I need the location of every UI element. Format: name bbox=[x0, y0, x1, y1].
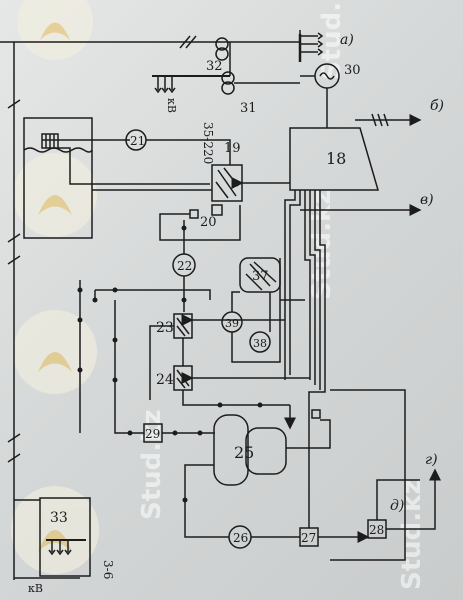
deaerator-25-tank bbox=[213, 414, 249, 486]
label-b: б) bbox=[430, 98, 444, 114]
label-28: 28 bbox=[369, 523, 384, 537]
label-20: 20 bbox=[200, 215, 217, 230]
label-31: 31 bbox=[240, 101, 257, 116]
boiler-27-link bbox=[308, 385, 326, 528]
valve-ticks bbox=[371, 113, 389, 127]
letter-labels: а) б) в) г) д) bbox=[340, 32, 444, 514]
watermark-logo-icon bbox=[13, 153, 97, 237]
watermark-logo-icon bbox=[11, 486, 99, 574]
watermark-text: Stud.kz bbox=[317, 0, 347, 80]
node-labels: 18 19 20 21 22 23 24 25 26 27 28 29 30 3… bbox=[50, 59, 384, 545]
feed-line bbox=[114, 300, 144, 434]
exchanger-coil bbox=[245, 261, 277, 291]
feed-line bbox=[95, 289, 211, 300]
label-23: 23 bbox=[156, 320, 174, 336]
loop-line bbox=[231, 258, 281, 363]
label-22: 22 bbox=[177, 259, 192, 273]
pipe-junctions bbox=[77, 225, 263, 503]
voltage-lv: 3-6 bbox=[101, 560, 115, 579]
label-37: 37 bbox=[252, 269, 269, 284]
label-18: 18 bbox=[326, 149, 346, 168]
transformer-31-winding bbox=[221, 81, 235, 95]
label-d: д) bbox=[390, 498, 404, 514]
extraction-bundle bbox=[284, 190, 326, 390]
transformer-32-winding bbox=[215, 37, 229, 51]
heater-coil bbox=[176, 317, 190, 337]
transformer-32-winding bbox=[215, 47, 229, 61]
deaerator-link bbox=[286, 419, 331, 449]
watermark-text: Stud.kz bbox=[397, 479, 427, 590]
bus-tick-marks bbox=[7, 35, 197, 463]
heater-link bbox=[182, 390, 290, 406]
condensate-pump-20 bbox=[211, 204, 223, 216]
switchgear-33 bbox=[39, 497, 91, 577]
label-21: 21 bbox=[130, 134, 145, 148]
label-19: 19 bbox=[224, 141, 241, 156]
label-24: 24 bbox=[156, 372, 174, 388]
voltage-labels: 35-220 кВ 3-6 кВ bbox=[28, 98, 215, 595]
label-29: 29 bbox=[145, 427, 160, 441]
voltage-hv: 35-220 bbox=[201, 122, 215, 164]
transformer-31-winding bbox=[221, 71, 235, 85]
label-26: 26 bbox=[233, 531, 248, 545]
label-33: 33 bbox=[50, 510, 68, 526]
cooling-tower-basin bbox=[23, 117, 93, 239]
deaerator-25-column bbox=[245, 427, 287, 475]
label-27: 27 bbox=[301, 531, 316, 545]
heater-coil bbox=[176, 369, 190, 389]
output-g bbox=[386, 468, 441, 530]
feed-line bbox=[184, 464, 229, 538]
drain-line bbox=[149, 325, 174, 400]
cooling-return-line bbox=[58, 147, 210, 185]
label-38: 38 bbox=[253, 337, 267, 350]
label-25: 25 bbox=[234, 443, 254, 462]
label-g: г) bbox=[425, 452, 438, 468]
label-a: а) bbox=[340, 32, 354, 48]
label-32: 32 bbox=[206, 59, 223, 74]
label-30: 30 bbox=[344, 63, 361, 78]
turbine-18 bbox=[289, 127, 379, 191]
label-39: 39 bbox=[225, 317, 239, 330]
busbar-lv-arrows bbox=[48, 540, 72, 556]
busbar-hv-arrows bbox=[154, 76, 176, 94]
pump-38 bbox=[249, 331, 271, 353]
valve-box bbox=[311, 409, 321, 419]
cooling-grid bbox=[42, 134, 58, 148]
valve-box bbox=[189, 209, 199, 219]
water-surface bbox=[23, 147, 93, 153]
condensate-line bbox=[159, 205, 241, 241]
pump-39-line bbox=[231, 291, 240, 312]
condenser-coil bbox=[215, 167, 239, 199]
generator-symbol bbox=[319, 72, 335, 80]
label-v: в) bbox=[420, 192, 434, 208]
watermark-logo-icon bbox=[17, 0, 93, 60]
watermark-logo-icon bbox=[13, 310, 97, 394]
frame-line bbox=[330, 389, 406, 561]
busbar-a-arrows bbox=[300, 32, 324, 56]
voltage-hv-unit: кВ bbox=[165, 98, 178, 113]
voltage-lv-unit: кВ bbox=[28, 582, 43, 595]
cooling-water-line bbox=[146, 139, 231, 165]
